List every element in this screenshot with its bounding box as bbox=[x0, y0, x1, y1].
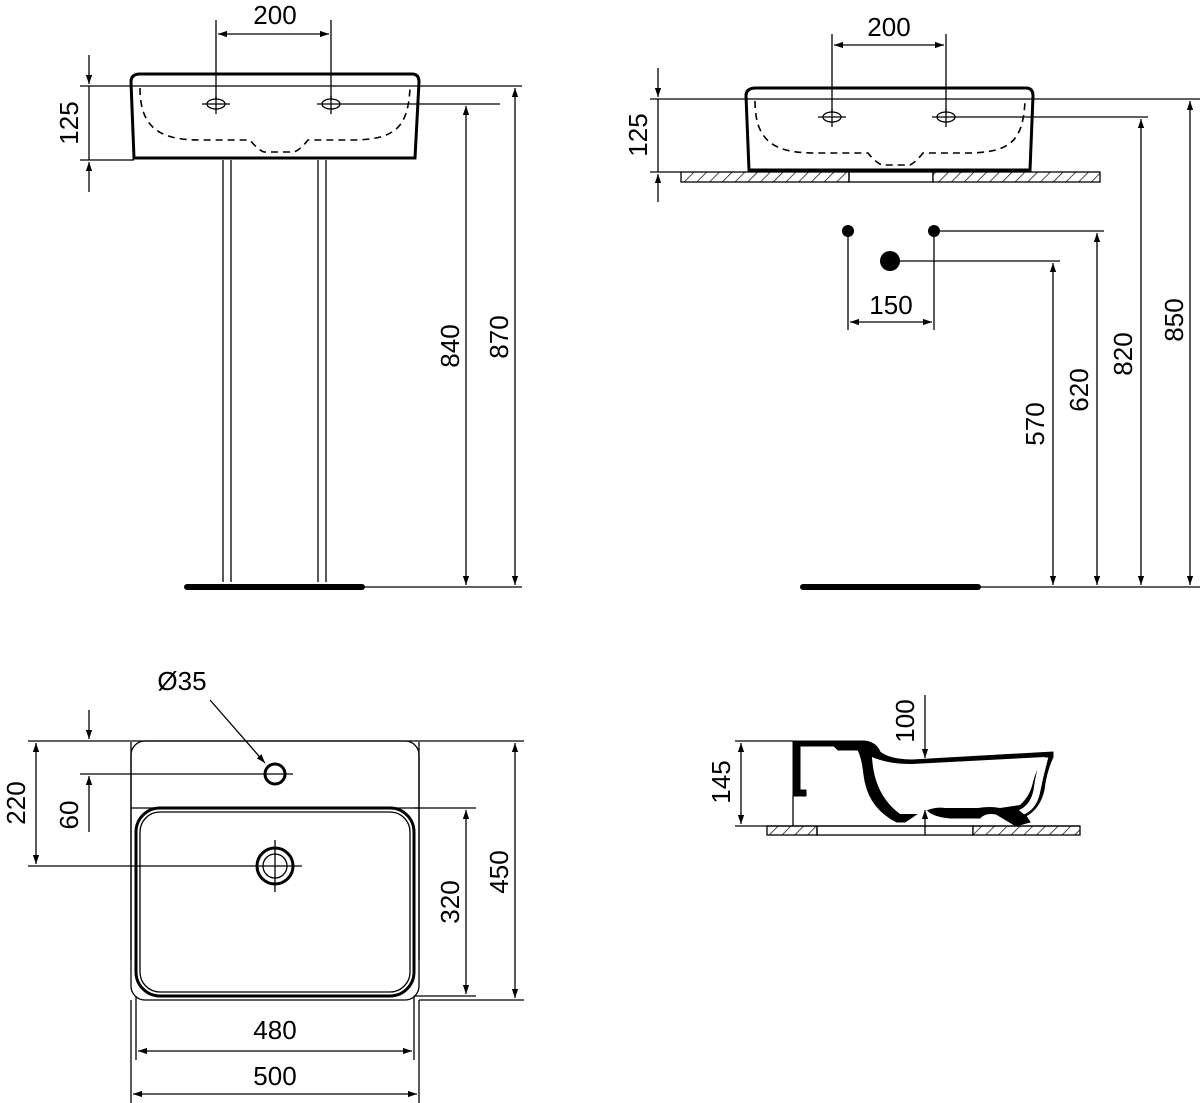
bowl-hidden-line bbox=[754, 100, 1026, 166]
supply-point-left bbox=[842, 225, 854, 237]
dim-850-label: 850 bbox=[1159, 298, 1189, 341]
dim-tap-spacing-label: 200 bbox=[253, 0, 296, 30]
dim-145-label: 145 bbox=[706, 760, 736, 803]
basin-outline bbox=[129, 72, 421, 160]
bowl-hidden-line bbox=[139, 87, 411, 153]
dim-570-label: 570 bbox=[1020, 402, 1050, 445]
dim-450-label: 450 bbox=[484, 850, 514, 893]
dim-tap-offset-label: 60 bbox=[54, 801, 84, 830]
pedestal-front-view: 200 125 840 870 bbox=[54, 0, 522, 590]
countertop-right bbox=[932, 171, 1101, 183]
dim-basin-height-label: 125 bbox=[54, 101, 84, 144]
countertop-right bbox=[972, 825, 1081, 836]
dim-basin-height-label: 125 bbox=[623, 113, 653, 156]
countertop-cutout bbox=[848, 171, 934, 183]
countertop-cutout bbox=[816, 825, 974, 836]
dim-tap-spacing-label: 200 bbox=[867, 12, 910, 42]
basin-outline bbox=[744, 86, 1035, 172]
dim-480-label: 480 bbox=[253, 1015, 296, 1045]
dim-waste-offset-label: 220 bbox=[1, 781, 31, 824]
dim-tap-hole-label: Ø35 bbox=[157, 666, 206, 696]
dim-320-label: 320 bbox=[435, 880, 465, 923]
dim-620-label: 620 bbox=[1064, 368, 1094, 411]
dim-870-label: 870 bbox=[484, 315, 514, 358]
leader-line bbox=[209, 699, 266, 764]
side-section-view: 145 100 bbox=[706, 695, 1081, 836]
dim-840-label: 840 bbox=[435, 324, 465, 367]
countertop-left bbox=[680, 171, 850, 183]
tap-hole-right bbox=[932, 109, 1148, 127]
dim-connection-spacing-label: 150 bbox=[869, 290, 912, 320]
dim-500-label: 500 bbox=[253, 1061, 296, 1091]
bowl-interior bbox=[872, 757, 1045, 814]
bowl-plan-outer bbox=[134, 806, 416, 998]
dim-820-label: 820 bbox=[1108, 332, 1138, 375]
dim-100-label: 100 bbox=[890, 699, 920, 742]
countertop-left bbox=[766, 825, 818, 836]
countertop-front-view: 150 200 125 570 620 820 850 bbox=[623, 12, 1200, 590]
bowl-plan-inner bbox=[139, 811, 411, 993]
plan-view: Ø35 220 60 320 450 480 500 bbox=[1, 666, 524, 1103]
